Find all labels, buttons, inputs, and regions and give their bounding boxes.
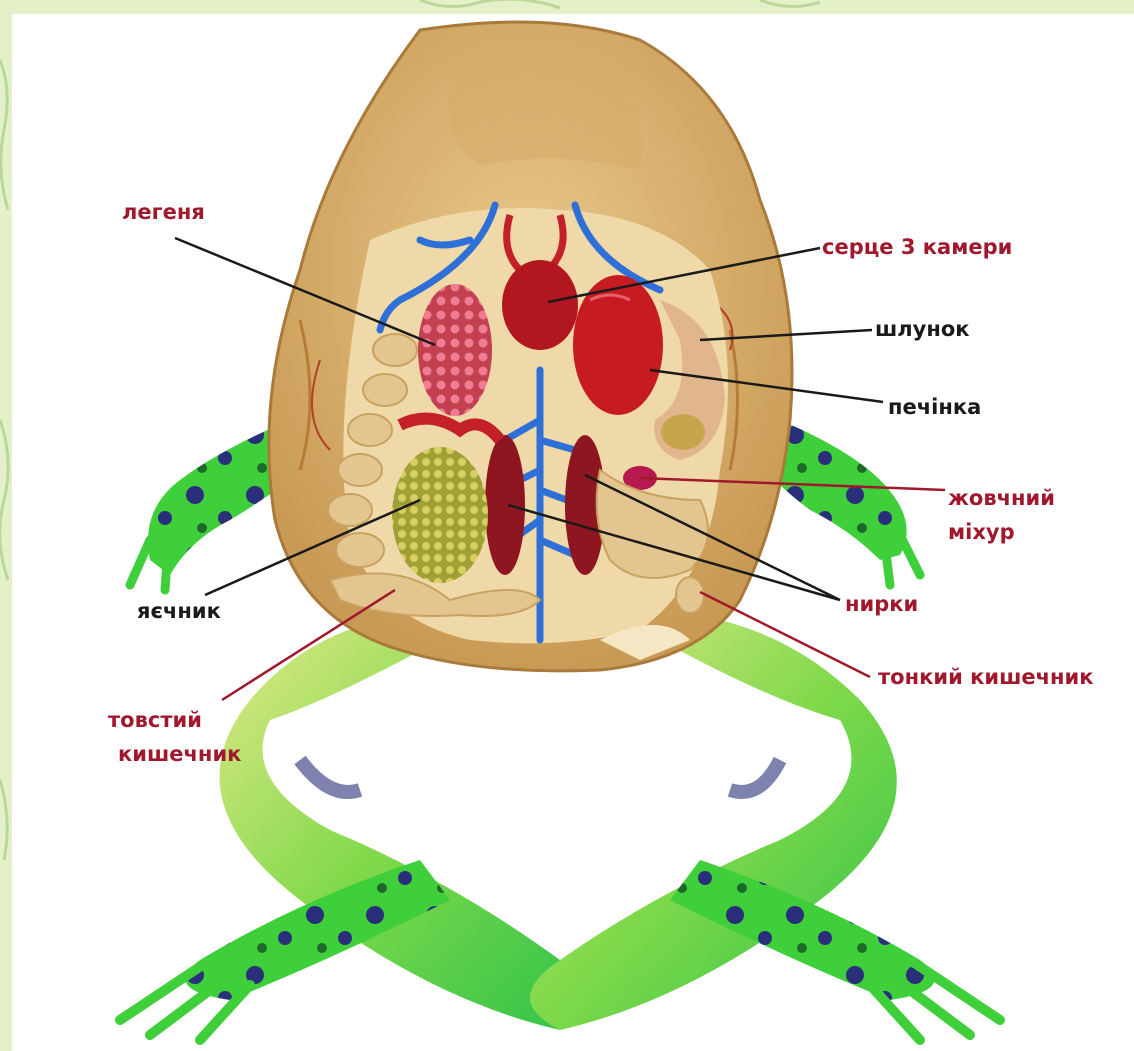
label-large-intestine-line1: товстий [108, 707, 202, 734]
label-lung: легеня [122, 199, 205, 226]
label-gallbladder-line2: міхур [948, 519, 1015, 546]
label-stomach: шлунок [875, 316, 970, 343]
hind-legs [120, 620, 1000, 1040]
label-gallbladder-line1: жовчний [948, 485, 1055, 512]
ovary-organ [392, 447, 488, 583]
label-ovary: яєчник [137, 598, 221, 625]
label-liver: печінка [888, 394, 981, 421]
heart-organ [502, 260, 578, 350]
label-small-intestine: тонкий кишечник [878, 664, 1094, 691]
label-heart: серце 3 камери [822, 234, 1012, 261]
label-large-intestine-line2: кишечник [118, 741, 241, 768]
kidney-left [485, 435, 525, 575]
label-kidneys: нирки [845, 591, 918, 618]
lung-organ [418, 284, 492, 416]
